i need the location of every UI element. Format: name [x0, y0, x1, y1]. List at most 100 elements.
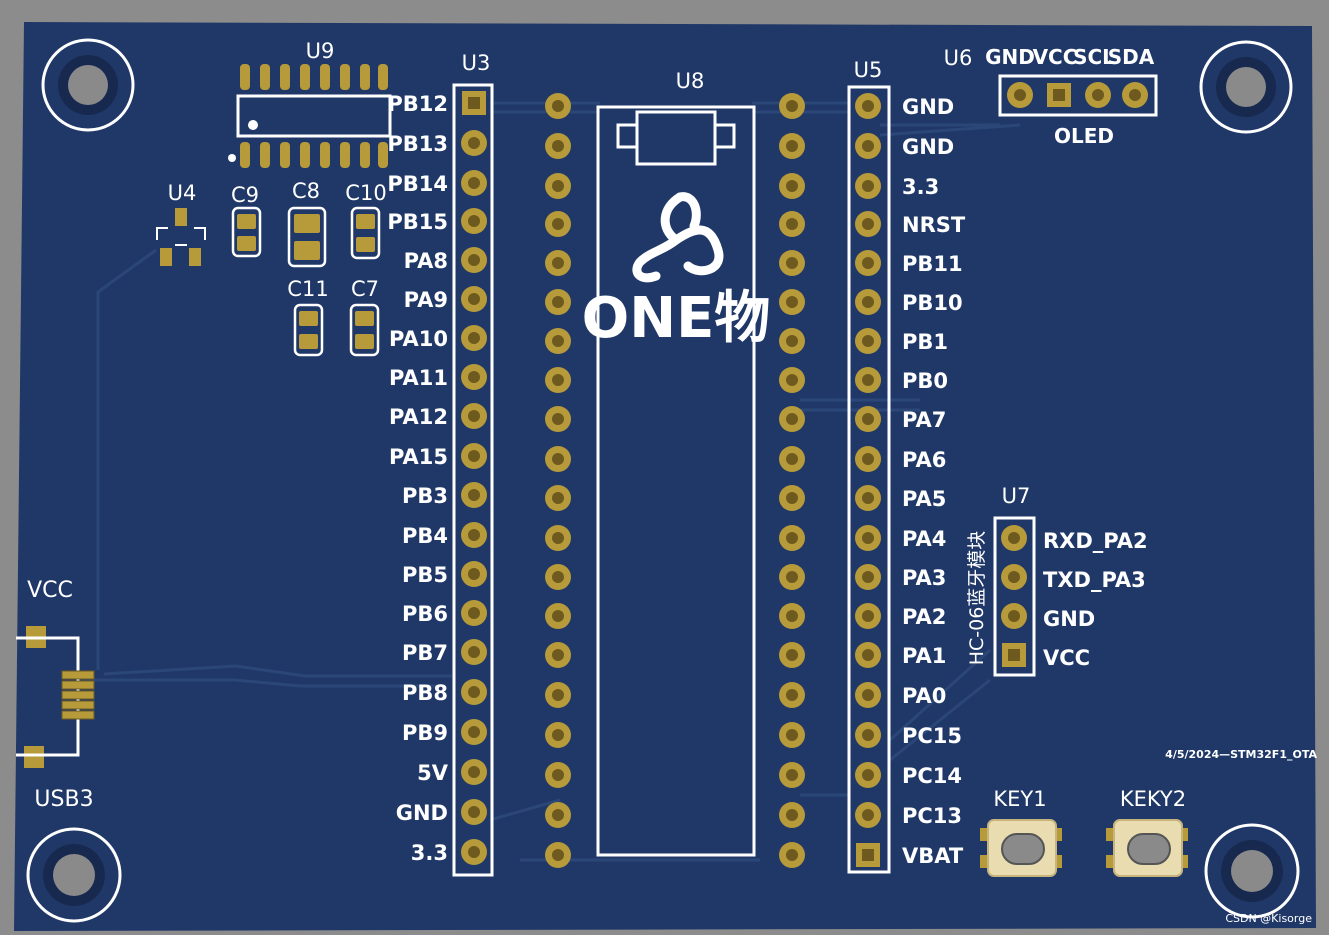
bluetooth-module-label: HC-06蓝牙模块: [966, 531, 988, 666]
u5-pin-pad: [855, 682, 881, 708]
u3-pin-pad: [461, 679, 487, 705]
c11-designator: C11: [287, 277, 328, 301]
u3-pin-pad: [461, 522, 487, 548]
u3-pin-pad: [461, 639, 487, 665]
u8-pin-pad: [545, 250, 571, 276]
u8-pin-pad: [779, 133, 805, 159]
u3-pin-label: PB4: [402, 524, 448, 548]
u8-pin-pad: [779, 250, 805, 276]
u3-pin-pad: [461, 561, 487, 587]
u5-pin-label: PA7: [902, 408, 946, 432]
u3-pin-pad: [461, 130, 487, 156]
key1-designator: KEY1: [993, 787, 1046, 811]
u8-pin-pad: [545, 289, 571, 315]
u8-pin-pad: [545, 642, 571, 668]
u3-pin-pad: [462, 91, 486, 115]
u5-pin-label: NRST: [902, 213, 966, 237]
u8-pin-pad: [545, 211, 571, 237]
key1-button[interactable]: KEY1: [980, 787, 1062, 877]
oled-pin-pad: [1122, 82, 1148, 108]
u3-pin-pad: [461, 247, 487, 273]
u9-designator: U9: [306, 39, 335, 63]
u8-pin-pad: [545, 133, 571, 159]
u5-pin-pad: [855, 722, 881, 748]
u8-pin-pad: [779, 328, 805, 354]
u7-designator: U7: [1002, 484, 1031, 508]
u8-pin-pad: [779, 173, 805, 199]
u5-pin-label: GND: [902, 95, 954, 119]
u5-pin-pad: [855, 367, 881, 393]
u8-pin-pad: [545, 173, 571, 199]
u5-pin-label: PA0: [902, 684, 946, 708]
u3-pin-pad: [461, 286, 487, 312]
u5-pin-pad: [855, 603, 881, 629]
u5-pin-label: PA3: [902, 566, 946, 590]
capacitor-c10: C10: [345, 181, 387, 260]
u3-pin-label: PA15: [389, 445, 448, 469]
u5-pin-pad: [855, 642, 881, 668]
u5-pin-label: PA4: [902, 527, 946, 551]
oled-pin-label: SCL: [1073, 45, 1115, 69]
u5-pin-pad: [855, 289, 881, 315]
u3-pin-label: PA12: [389, 405, 448, 429]
u5-pin-label: PB1: [902, 330, 948, 354]
u3-pin-pad: [461, 799, 487, 825]
u8-pin-pad: [779, 642, 805, 668]
u5-pin-pad: [856, 843, 880, 867]
u8-pin-pad: [545, 328, 571, 354]
key2-button[interactable]: KEKY2: [1106, 787, 1188, 877]
u3-pin-pad: [461, 170, 487, 196]
usb3-connector: VCC USB3: [16, 578, 95, 812]
oled-label: OLED: [1054, 124, 1114, 148]
u8-pin-pad: [779, 367, 805, 393]
u5-pin-label: 3.3: [902, 175, 939, 199]
copper-traces: [80, 101, 1021, 862]
u8-pin-pad: [779, 564, 805, 590]
u3-pin-label: PB5: [402, 563, 448, 587]
mounting-hole: [1204, 823, 1300, 919]
u9-bottom-pads: [240, 142, 388, 168]
u5-pin-label: PB11: [902, 252, 963, 276]
u8-pin-pad: [545, 93, 571, 119]
mounting-hole: [26, 827, 122, 923]
u3-pin-label: PB12: [387, 92, 448, 116]
u8-pin-pad: [545, 564, 571, 590]
u5-pin-label: PC13: [902, 804, 962, 828]
u5-designator: U5: [854, 58, 883, 82]
u8-right-pad-column: [779, 93, 805, 868]
u3-pin-pad: [461, 759, 487, 785]
u5-pin-label: PC15: [902, 724, 962, 748]
u5-pin-label: VBAT: [902, 844, 964, 868]
u5-pin-pad: [855, 250, 881, 276]
u8-pin-pad: [545, 842, 571, 868]
u3-pin-label: PB15: [387, 210, 448, 234]
u3-pin-pad: [461, 719, 487, 745]
u3-pin-label: PB6: [402, 602, 448, 626]
u5-pin-label: PA5: [902, 487, 946, 511]
u8-pin-pad: [545, 603, 571, 629]
u5-pin-pad: [855, 211, 881, 237]
u3-pin-pad: [461, 208, 487, 234]
u8-pin-pad: [779, 211, 805, 237]
usb3-designator: USB3: [34, 787, 93, 812]
u5-pin-pad: [855, 485, 881, 511]
u3-pin-pad: [461, 325, 487, 351]
oled-pin-pad: [1007, 82, 1033, 108]
u8-pin-pad: [779, 842, 805, 868]
u5-pin-pad: [855, 525, 881, 551]
u8-module: U8 ONE物: [582, 69, 770, 857]
u3-pin-pad: [461, 839, 487, 865]
bluetooth-pin-label: TXD_PA3: [1043, 568, 1146, 592]
mounting-hole: [1199, 40, 1293, 134]
u5-pin-pad: [855, 802, 881, 828]
u8-pin-pad: [779, 289, 805, 315]
bluetooth-pin-label: GND: [1043, 607, 1095, 631]
u8-pin-pad: [545, 802, 571, 828]
u3-pin-label: PA8: [404, 249, 448, 273]
capacitor-c9: C9: [231, 183, 262, 258]
bluetooth-pin-pad: [1001, 525, 1027, 551]
u3-pin-label: PA9: [404, 288, 448, 312]
capacitor-c8: C8: [287, 179, 327, 268]
